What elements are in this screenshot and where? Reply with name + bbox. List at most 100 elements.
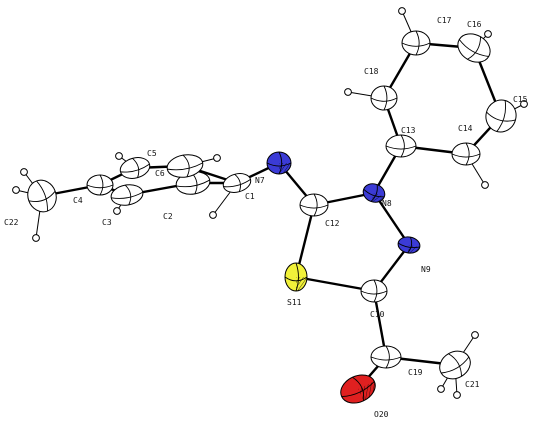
ellipsoid-axis	[86, 184, 114, 189]
hydrogen-atom	[213, 154, 221, 162]
hydrogen-atom	[484, 30, 492, 38]
hydrogen-atoms-layer	[12, 7, 528, 399]
atom-label: S11	[287, 298, 302, 307]
hydrogen-atom	[398, 7, 406, 15]
ellipsoid-axis	[415, 30, 420, 56]
hydrogen-atom	[481, 181, 489, 189]
atom-c15	[485, 99, 517, 133]
atom-ellipsoid	[370, 85, 398, 111]
ellipsoid-axis	[36, 180, 48, 212]
atom-label: C18	[364, 67, 379, 76]
ellipsoid-axis	[496, 100, 506, 132]
atom-label: N7	[255, 176, 265, 185]
hydrogen-atom	[20, 168, 28, 176]
ellipsoid-octant	[279, 163, 291, 174]
atoms-layer	[27, 30, 517, 404]
atom-ellipsoid	[86, 174, 114, 196]
hydrogen-atom	[209, 211, 217, 219]
ellipsoid-axis	[182, 154, 190, 178]
atom-c3	[110, 184, 144, 206]
atom-label: C19	[408, 368, 423, 377]
ellipsoid-axis	[223, 179, 251, 188]
ellipsoid-octant	[407, 245, 420, 254]
atom-o20	[340, 374, 376, 404]
ellipsoid-axis	[370, 97, 398, 102]
atom-label: C4	[73, 196, 83, 205]
atom-label: C3	[102, 218, 112, 227]
ellipsoid-axis	[465, 142, 470, 166]
atom-label: C10	[370, 310, 385, 319]
ellipsoid-axis	[385, 145, 417, 150]
atom-ellipsoid	[360, 279, 388, 303]
atom-label: N8	[382, 199, 392, 208]
ellipsoid-axis	[167, 162, 203, 171]
atom-label: C12	[325, 219, 340, 228]
ellipsoid-axis	[28, 190, 56, 202]
atom-label: C15	[513, 95, 528, 104]
ellipsoid-axis	[383, 85, 388, 111]
ellipsoid-axis	[132, 158, 140, 178]
ellipsoid-axis	[467, 36, 481, 60]
atom-c14	[451, 142, 481, 166]
atom-ellipsoid	[439, 350, 471, 380]
hydrogen-atom	[113, 207, 121, 215]
atom-c16	[457, 33, 491, 63]
hydrogen-atom	[437, 385, 445, 393]
ellipsoid-axis	[373, 279, 378, 303]
atom-label: C21	[465, 380, 480, 389]
atom-label: C5	[147, 149, 157, 158]
ellipsoid-octant	[358, 381, 376, 401]
ellipsoid-axis	[299, 204, 329, 209]
atom-n7	[266, 151, 292, 175]
atom-c5	[119, 157, 151, 179]
atom-ellipsoid	[27, 179, 57, 213]
atom-label: C22	[4, 218, 19, 227]
hydrogen-atom	[471, 331, 479, 339]
atom-c6	[166, 154, 204, 178]
ellipsoid-axis	[111, 191, 143, 199]
atom-c12	[299, 193, 329, 217]
ellipsoid-axis	[441, 356, 470, 374]
atom-label: N9	[421, 265, 431, 274]
atom-ellipsoid	[385, 134, 417, 158]
ellipsoid-axis	[360, 290, 388, 295]
ellipsoid-axis	[120, 163, 150, 173]
ellipsoid-axis	[385, 345, 390, 369]
hydrogen-atom	[32, 234, 40, 242]
hydrogen-atom	[115, 152, 123, 160]
atom-c22	[27, 179, 57, 213]
atom-label: C13	[401, 126, 416, 135]
atom-n8	[362, 183, 386, 203]
atom-c4	[86, 174, 114, 196]
atom-s11	[284, 262, 308, 292]
atom-label: C1	[245, 192, 255, 201]
atom-c1	[222, 173, 252, 193]
bonds-layer	[40, 41, 503, 391]
atom-label: C6	[155, 169, 165, 178]
atom-label: C17	[437, 16, 452, 25]
ellipsoid-axis	[486, 111, 516, 122]
hydrogen-bonds-layer	[15, 10, 525, 396]
atom-c13	[385, 134, 417, 158]
atom-label: C2	[163, 212, 173, 221]
ellipsoid-axis	[401, 42, 431, 47]
atom-ellipsoid	[110, 184, 144, 206]
ellipsoid-axis	[370, 356, 402, 361]
atom-c21	[439, 350, 471, 380]
atom-c18	[370, 85, 398, 111]
ellipsoid-axis	[448, 353, 462, 377]
atom-ellipsoid	[401, 30, 431, 56]
hydrogen-atom	[12, 186, 20, 194]
ellipsoid-axis	[99, 174, 104, 196]
hydrogen-atom	[520, 100, 528, 108]
ellipsoid-axis	[176, 179, 210, 188]
ellipsoid-octant	[296, 277, 307, 291]
ellipsoid-axis	[313, 193, 318, 217]
ellipsoid-axis	[400, 134, 405, 158]
ellipsoid-axis	[124, 184, 132, 206]
hydrogen-atom	[453, 391, 461, 399]
atom-n9	[397, 236, 421, 254]
